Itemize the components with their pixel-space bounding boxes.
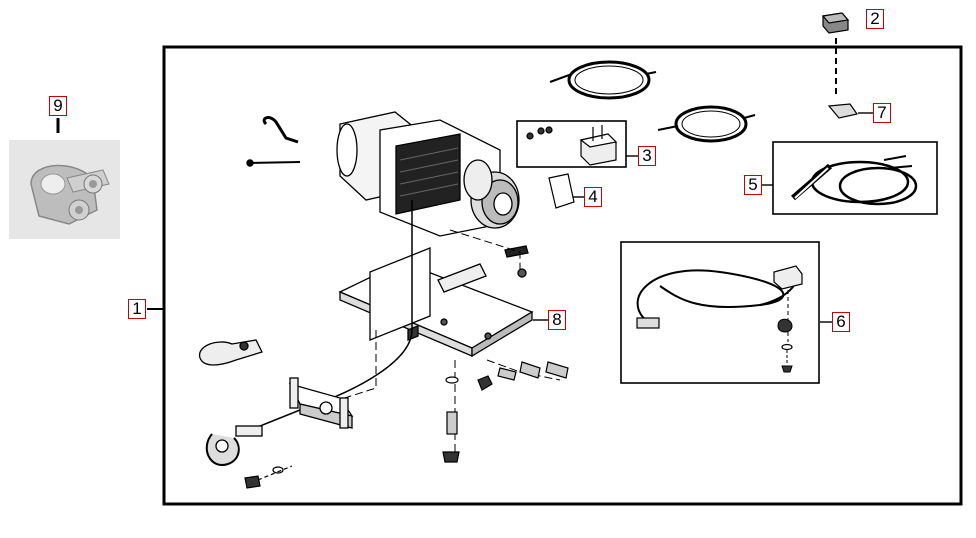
- bolt-icon: [442, 361, 569, 463]
- callout-2: 2: [866, 9, 884, 29]
- cover-cap-icon: [821, 12, 850, 34]
- hook-strap-icon: [199, 339, 263, 366]
- wire-harness-box: [620, 241, 820, 384]
- mounting-plate-icon: [338, 245, 534, 358]
- motor-bracket-icon: [548, 173, 575, 209]
- callout-8: 8: [548, 310, 566, 330]
- wire-rope-clip-icon: [30, 164, 110, 225]
- wire-harness-icon: [636, 265, 803, 373]
- callout-4: 4: [584, 187, 602, 207]
- wire-rope-icon: [549, 60, 756, 143]
- battery-cable-box: [772, 141, 938, 215]
- fairlead-icon: [288, 377, 354, 429]
- bracket-icon: [827, 103, 859, 119]
- switch-box: [516, 120, 627, 168]
- callout-7: 7: [873, 103, 891, 123]
- hook-icon: [205, 425, 263, 466]
- main-assembly-frame: [162, 45, 963, 506]
- switch-icon: [526, 125, 618, 166]
- strap-icon: [246, 116, 301, 167]
- callout-5: 5: [744, 175, 762, 195]
- battery-cable-icon: [791, 155, 918, 206]
- winch-motor-icon: [336, 111, 520, 237]
- callout-1: 1: [128, 299, 146, 319]
- callout-3: 3: [638, 146, 656, 166]
- wire-rope-clip-photo: [9, 140, 120, 239]
- callout-9: 9: [49, 96, 67, 116]
- nut-icon: [244, 465, 293, 489]
- callout-6: 6: [832, 312, 850, 332]
